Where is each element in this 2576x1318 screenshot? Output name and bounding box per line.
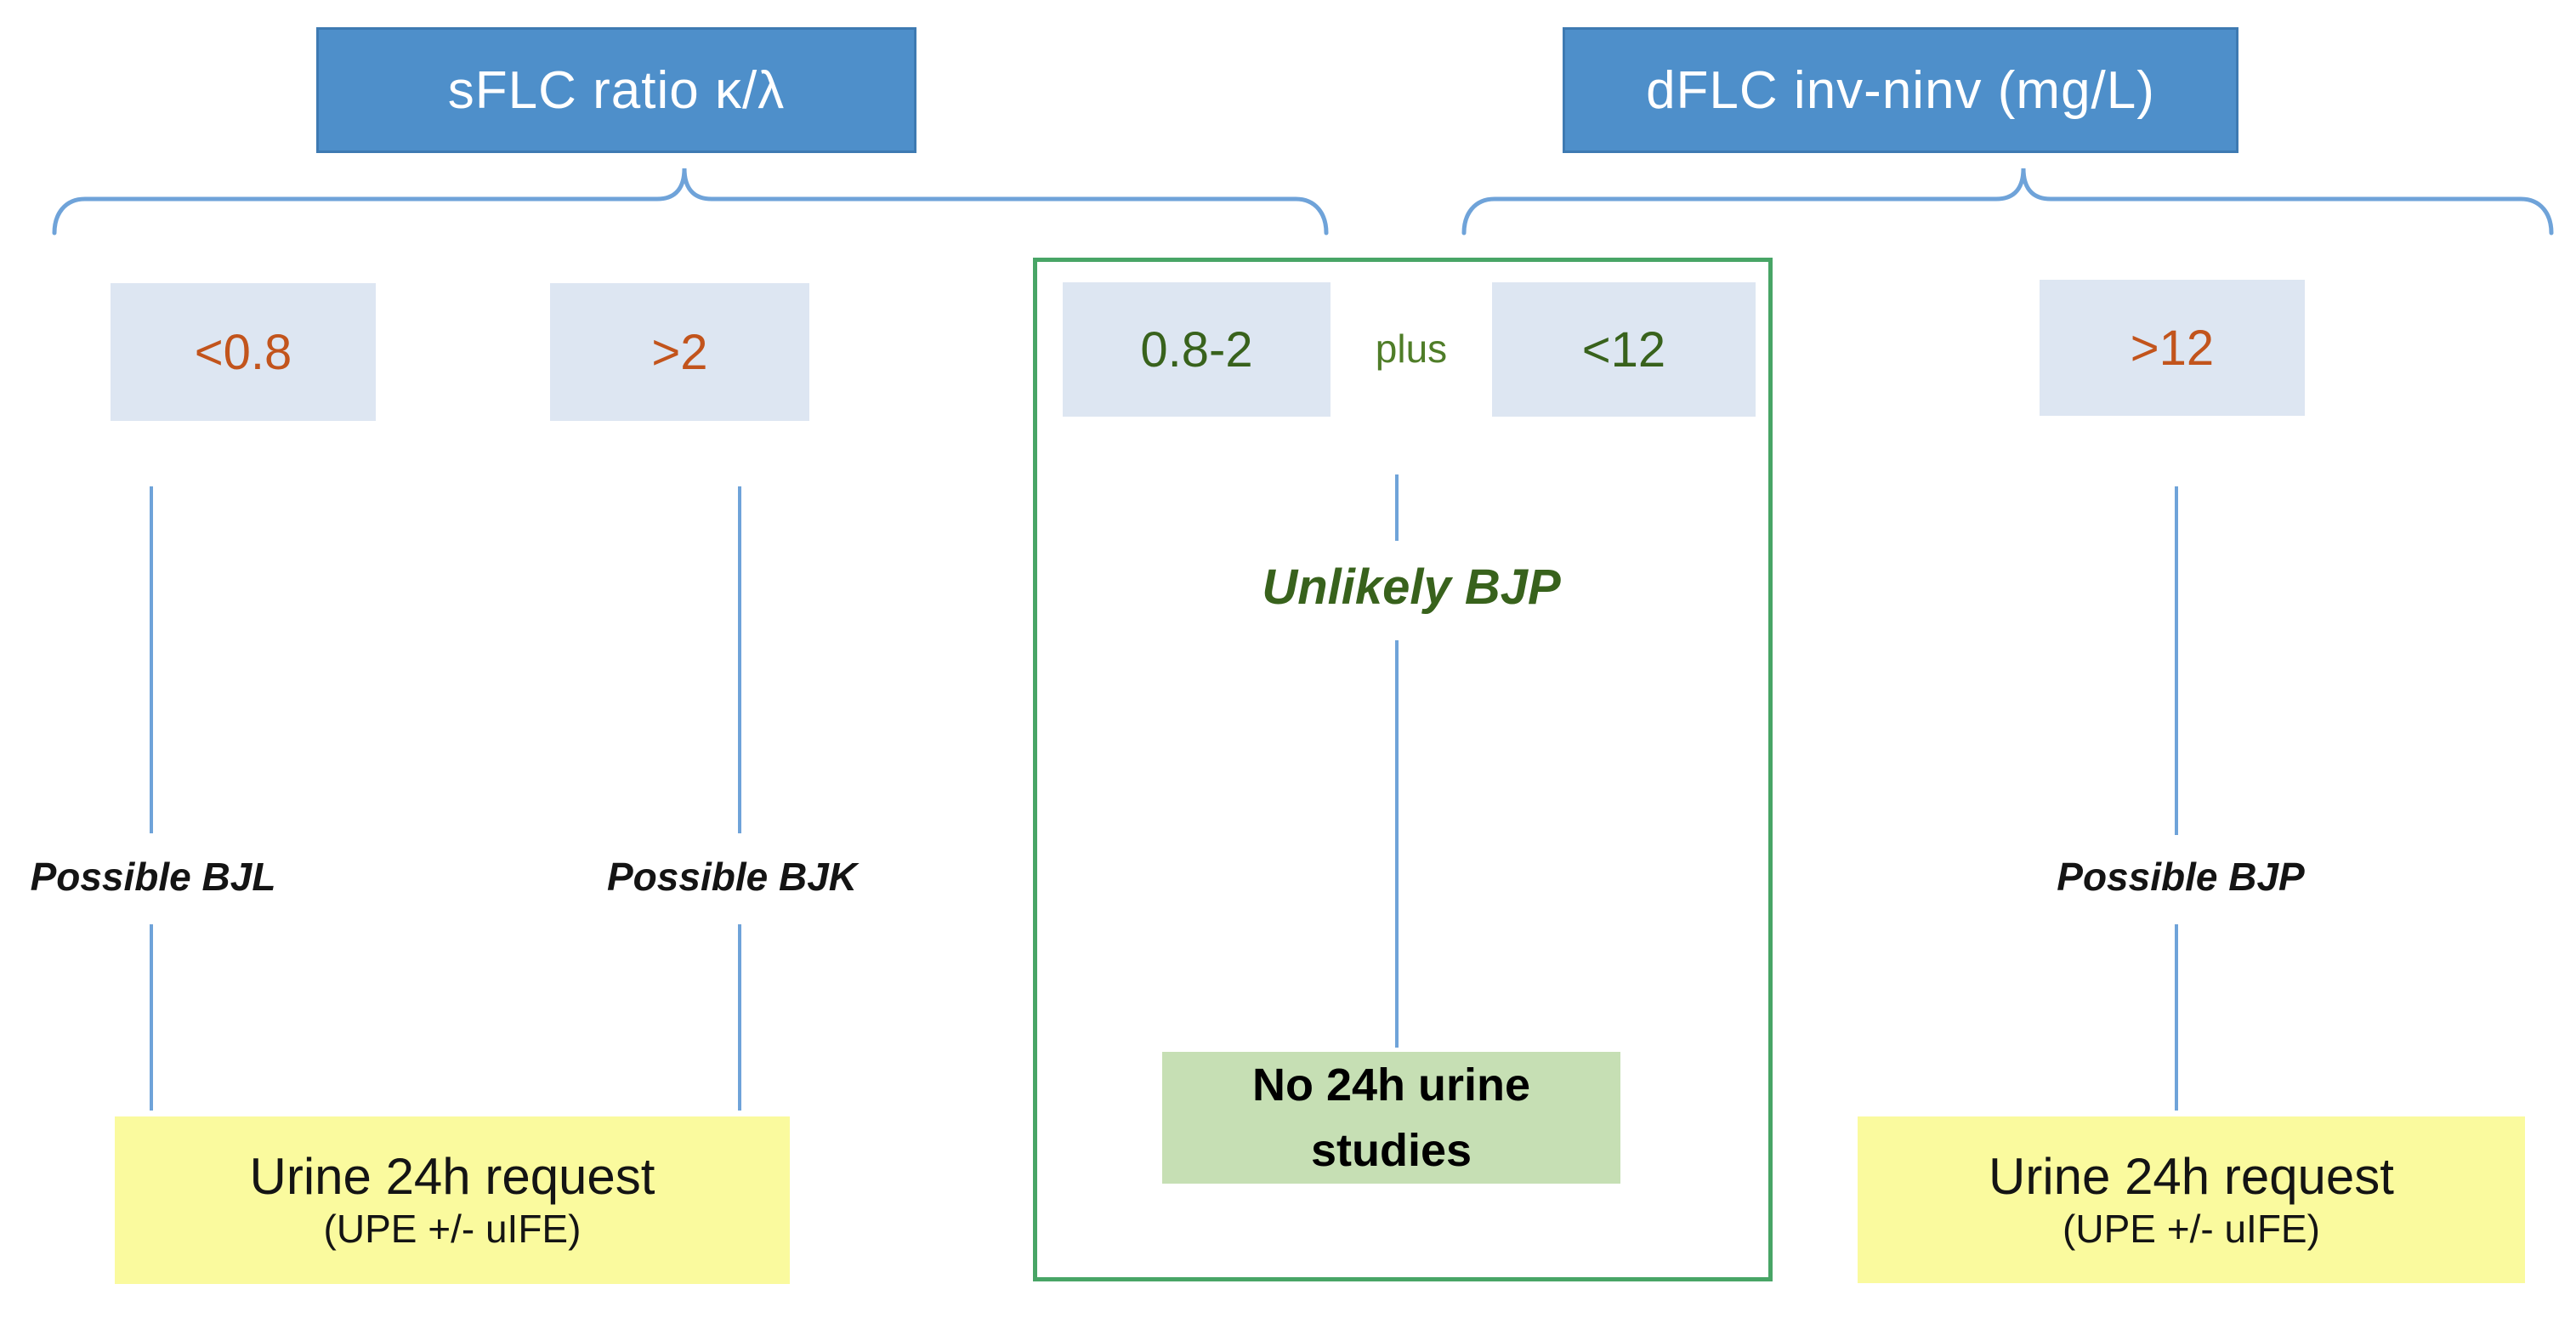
outcome-urine-24h-right: Urine 24h request (UPE +/- uIFE) <box>1858 1116 2525 1283</box>
outcome-no-urine-line1: No 24h urine <box>1251 1059 1531 1111</box>
value-box-dflc-gt-12: >12 <box>2040 280 2305 416</box>
value-box-ratio-lt-0-8: <0.8 <box>111 283 376 421</box>
label-possible-bjk: Possible BJK <box>604 850 860 903</box>
header-dflc: dFLC inv-ninv (mg/L) <box>1563 27 2238 153</box>
outcome-urine-left-subtitle: (UPE +/- uIFE) <box>323 1207 582 1252</box>
value-box-ratio-0-8-2: 0.8-2 <box>1063 282 1331 417</box>
label-unlikely-bjp-text: Unlikely BJP <box>1262 559 1561 615</box>
value-box-ratio-gt-2: >2 <box>550 283 809 421</box>
label-possible-bjl-text: Possible BJL <box>30 855 276 899</box>
value-dflc-lt-12: <12 <box>1581 321 1666 378</box>
brace-dflc <box>1461 168 2554 236</box>
value-ratio-0-8-2: 0.8-2 <box>1140 321 1253 378</box>
value-ratio-lt-0-8: <0.8 <box>194 324 292 380</box>
label-possible-bjk-text: Possible BJK <box>607 855 857 899</box>
header-sflc-ratio: sFLC ratio κ/λ <box>316 27 916 153</box>
outcome-no-24h-urine: No 24h urine studies <box>1162 1052 1620 1184</box>
outcome-urine-right-subtitle: (UPE +/- uIFE) <box>2063 1206 2320 1251</box>
outcome-urine-right-title: Urine 24h request <box>1989 1147 2394 1205</box>
value-box-dflc-lt-12: <12 <box>1492 282 1756 417</box>
unlikely-bjp-frame <box>1033 258 1773 1281</box>
header-dflc-label: dFLC inv-ninv (mg/L) <box>1646 60 2155 120</box>
outcome-no-urine-line2: studies <box>1310 1124 1472 1176</box>
value-dflc-gt-12: >12 <box>2130 320 2215 376</box>
plus-text: plus <box>1375 327 1448 371</box>
label-possible-bjp-text: Possible BJP <box>2057 855 2305 899</box>
label-possible-bjp: Possible BJP <box>2053 850 2308 903</box>
outcome-urine-left-title: Urine 24h request <box>249 1148 655 1206</box>
label-unlikely-bjp: Unlikely BJP <box>1241 548 1581 625</box>
outcome-urine-24h-left: Urine 24h request (UPE +/- uIFE) <box>115 1116 790 1284</box>
header-sflc-ratio-label: sFLC ratio κ/λ <box>447 60 786 120</box>
plus-label: plus <box>1331 306 1492 391</box>
brace-sflc <box>52 168 1329 236</box>
value-ratio-gt-2: >2 <box>651 324 708 380</box>
label-possible-bjl: Possible BJL <box>26 850 281 903</box>
